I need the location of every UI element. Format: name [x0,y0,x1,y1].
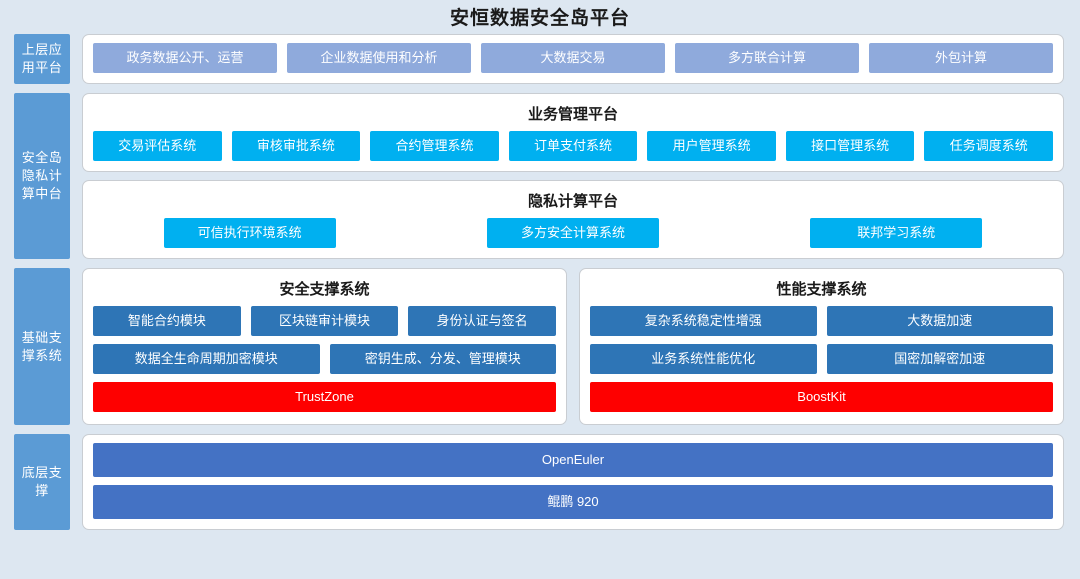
band-label-application-platform: 上层应用平台 [14,34,70,84]
band-label-privacy-computing-platform: 安全岛隐私计算中台 [14,93,70,259]
module-chip-complex-system-stability[interactable]: 复杂系统稳定性增强 [590,306,817,336]
security-module-row-2: 数据全生命周期加密模块 密钥生成、分发、管理模块 [93,344,556,374]
module-chip-big-data-acceleration[interactable]: 大数据加速 [826,306,1053,336]
panel-title-performance-support: 性能支撑系统 [776,281,867,298]
app-chip-enterprise-data[interactable]: 企业数据使用和分析 [287,43,471,73]
system-chip-contract-management[interactable]: 合约管理系统 [370,131,499,161]
module-chip-identity-authentication-signature[interactable]: 身份认证与签名 [408,306,557,336]
module-chip-key-generation-distribution-management[interactable]: 密钥生成、分发、管理模块 [329,344,556,374]
band-label-foundation-support: 基础支撑系统 [14,268,70,425]
system-chip-task-scheduling[interactable]: 任务调度系统 [924,131,1054,161]
panel-bottom-support: OpenEuler 鲲鹏 920 [82,434,1064,530]
system-chip-secure-multiparty-computation[interactable]: 多方安全计算系统 [486,218,659,248]
panel-business-management-platform: 业务管理平台 交易评估系统 审核审批系统 合约管理系统 订单支付系统 用户管理系… [82,93,1064,172]
band-body-privacy-computing-platform: 业务管理平台 交易评估系统 审核审批系统 合约管理系统 订单支付系统 用户管理系… [82,93,1064,259]
app-chip-multiparty-compute[interactable]: 多方联合计算 [675,43,859,73]
band-label-bottom-support: 底层支撑 [14,434,70,530]
privacy-system-chip-row: 可信执行环境系统 多方安全计算系统 联邦学习系统 [93,218,1053,248]
support-columns: 安全支撑系统 智能合约模块 区块链审计模块 身份认证与签名 数据全生命周期加密模… [82,268,1064,425]
band-body-foundation-support: 安全支撑系统 智能合约模块 区块链审计模块 身份认证与签名 数据全生命周期加密模… [82,268,1064,425]
base-bar-kunpeng-920[interactable]: 鲲鹏 920 [93,485,1053,519]
base-bar-openeuler[interactable]: OpenEuler [93,443,1053,477]
security-module-row-1: 智能合约模块 区块链审计模块 身份认证与签名 [93,306,557,336]
panel-title-privacy-computing: 隐私计算平台 [527,193,618,210]
performance-module-row-1: 复杂系统稳定性增强 大数据加速 [590,306,1053,336]
band-bottom-support: 底层支撑 OpenEuler 鲲鹏 920 [14,434,1064,530]
base-stack: OpenEuler 鲲鹏 920 [93,443,1053,519]
module-chip-business-system-optimization[interactable]: 业务系统性能优化 [590,344,817,374]
panel-privacy-computing-platform: 隐私计算平台 可信执行环境系统 多方安全计算系统 联邦学习系统 [82,180,1064,259]
module-chip-blockchain-audit[interactable]: 区块链审计模块 [250,306,399,336]
panel-title-security-support: 安全支撑系统 [279,281,370,298]
system-chip-trade-evaluation[interactable]: 交易评估系统 [93,131,222,161]
module-chip-full-lifecycle-encryption[interactable]: 数据全生命周期加密模块 [93,344,320,374]
system-chip-trusted-execution-environment[interactable]: 可信执行环境系统 [163,218,336,248]
business-system-chip-row: 交易评估系统 审核审批系统 合约管理系统 订单支付系统 用户管理系统 接口管理系… [93,131,1054,161]
app-chip-outsourced-compute[interactable]: 外包计算 [869,43,1053,73]
diagram-body: 上层应用平台 政务数据公开、运营 企业数据使用和分析 大数据交易 多方联合计算 … [0,32,1080,547]
app-chip-government-data[interactable]: 政务数据公开、运营 [93,43,277,73]
accelerator-bar-boostkit[interactable]: BoostKit [590,382,1053,412]
performance-module-row-2: 业务系统性能优化 国密加解密加速 [590,344,1053,374]
system-chip-federated-learning[interactable]: 联邦学习系统 [810,218,983,248]
application-chip-row: 政务数据公开、运营 企业数据使用和分析 大数据交易 多方联合计算 外包计算 [93,43,1053,73]
app-chip-big-data-trading[interactable]: 大数据交易 [481,43,665,73]
system-chip-interface-management[interactable]: 接口管理系统 [785,131,915,161]
band-privacy-computing-platform: 安全岛隐私计算中台 业务管理平台 交易评估系统 审核审批系统 合约管理系统 订单… [14,93,1064,259]
system-chip-order-payment[interactable]: 订单支付系统 [508,131,638,161]
accelerator-bar-trustzone[interactable]: TrustZone [93,382,556,412]
band-application-platform: 上层应用平台 政务数据公开、运营 企业数据使用和分析 大数据交易 多方联合计算 … [14,34,1064,84]
page-title: 安恒数据安全岛平台 [449,8,630,29]
panel-security-support-system: 安全支撑系统 智能合约模块 区块链审计模块 身份认证与签名 数据全生命周期加密模… [82,268,567,425]
system-chip-user-management[interactable]: 用户管理系统 [647,131,776,161]
system-chip-review-approval[interactable]: 审核审批系统 [231,131,361,161]
panel-performance-support-system: 性能支撑系统 复杂系统稳定性增强 大数据加速 业务系统性能优化 国密加解密加速 … [579,268,1064,425]
module-chip-smart-contract[interactable]: 智能合约模块 [93,306,241,336]
panel-title-business-management: 业务管理平台 [527,106,618,123]
panel-application-platform: 政务数据公开、运营 企业数据使用和分析 大数据交易 多方联合计算 外包计算 [82,34,1064,84]
band-body-application-platform: 政务数据公开、运营 企业数据使用和分析 大数据交易 多方联合计算 外包计算 [82,34,1064,84]
band-body-bottom-support: OpenEuler 鲲鹏 920 [82,434,1064,530]
module-chip-sm-crypto-acceleration[interactable]: 国密加解密加速 [826,344,1053,374]
band-foundation-support: 基础支撑系统 安全支撑系统 智能合约模块 区块链审计模块 身份认证与签名 数据全… [14,268,1064,425]
